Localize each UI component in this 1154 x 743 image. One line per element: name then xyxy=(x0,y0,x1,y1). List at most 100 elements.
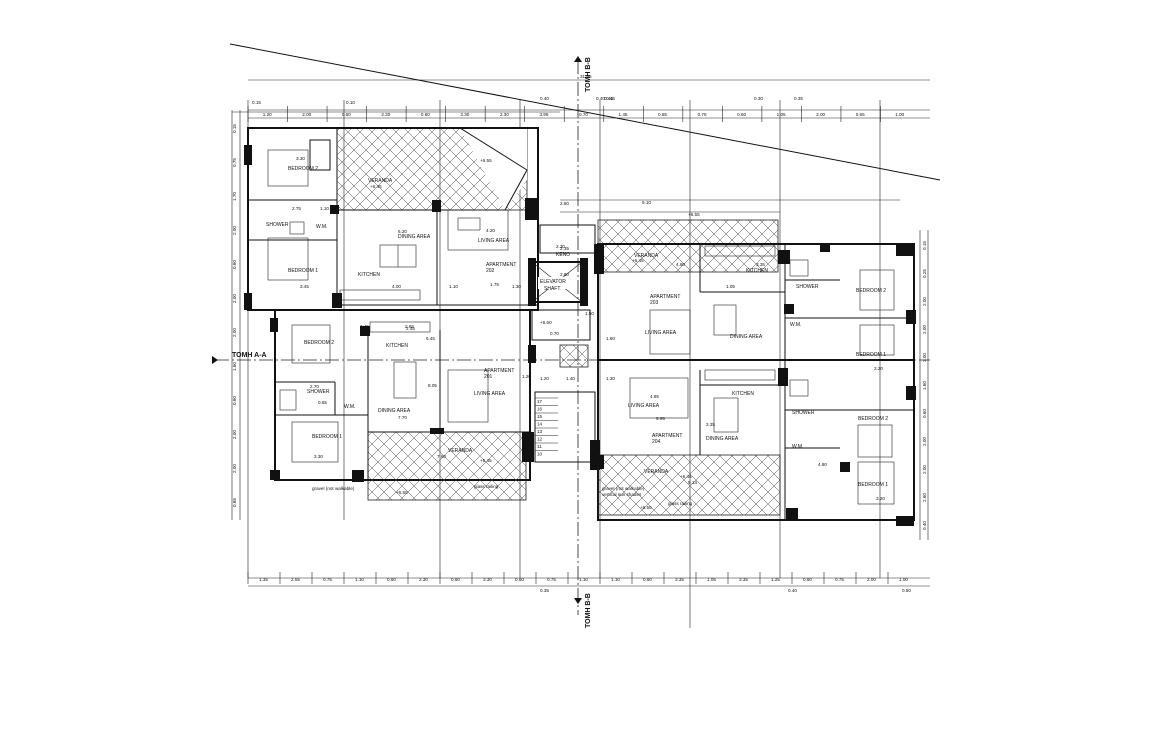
a203-bed2 xyxy=(859,269,895,311)
a204-living-label: LIVING AREA xyxy=(628,403,660,409)
section-label-bb-bottom: TOMH B-B xyxy=(585,593,592,628)
dim-top: 0.60 xyxy=(737,112,746,117)
dim-top: 3.30 xyxy=(460,112,469,117)
a203-bed1 xyxy=(859,324,895,356)
a202-kitchen-counter xyxy=(339,289,421,301)
a204-apartment-number: 204 xyxy=(652,439,661,445)
dim-left: 2.00 xyxy=(232,294,237,303)
dim-interior: 1.20 xyxy=(522,374,531,379)
a202-apartment-label: APARTMENT xyxy=(486,262,516,268)
level-bottom-left: +6.45 xyxy=(480,458,492,463)
dim-bottom: 0.60 xyxy=(643,577,652,582)
dim-interior: 1.60 xyxy=(606,336,615,341)
level-top-left: +6.55 xyxy=(480,158,492,163)
dim-top: 0.60 xyxy=(342,112,351,117)
a204-bed2 xyxy=(857,424,893,458)
dim-bottom: 0.75 xyxy=(835,577,844,582)
dim-left: 2.00 xyxy=(232,328,237,337)
a203-dining-table xyxy=(713,304,737,336)
dim-bottom: 1.10 xyxy=(611,577,620,582)
stair-number: 17 xyxy=(537,399,543,404)
dim-left: 2.00 xyxy=(232,464,237,473)
dim-interior: 9.14 xyxy=(688,480,697,485)
stair-number: 14 xyxy=(537,422,543,427)
dim-bottom: 1.35 xyxy=(259,577,268,582)
dim-left: 2.00 xyxy=(232,226,237,235)
a203-bedroom2-label: BEDROOM 2 xyxy=(856,288,886,294)
dim-interior: 1.40 xyxy=(566,376,575,381)
dim-top-small: 0.15 xyxy=(252,100,261,105)
dim-interior: 3.20 xyxy=(874,366,883,371)
dim-left: 0.65 xyxy=(232,498,237,507)
dim-top: 0.65 xyxy=(856,112,865,117)
dim-interior: 0.70 xyxy=(550,331,559,336)
a203-dining-label: DINING AREA xyxy=(730,334,763,340)
dim-bottom: 0.60 xyxy=(451,577,460,582)
dim-interior: 3.20 xyxy=(876,496,885,501)
veranda-204 xyxy=(597,454,781,516)
apartment-201: BEDROOM 2 KITCHEN SHOWER W.M. DINING ARE… xyxy=(270,309,534,501)
a202-sofa xyxy=(447,209,509,251)
veranda-202-cut xyxy=(460,128,527,210)
stair-level: +6.50 xyxy=(540,320,552,325)
dim-interior: 2.80 xyxy=(560,272,569,277)
dim-bottom-small-3: 0.50 xyxy=(902,588,911,593)
a203-apartment-label: APARTMENT xyxy=(650,294,680,300)
dim-bottom: 1.10 xyxy=(579,577,588,582)
a201-sofa xyxy=(447,369,489,423)
dim-left: 0.15 xyxy=(232,124,237,133)
dim-interior: 7.70 xyxy=(398,415,407,420)
dim-right: 2.60 xyxy=(922,493,927,502)
a201-dining-label: DINING AREA xyxy=(378,408,411,414)
dim-interior: 6.20 xyxy=(398,229,407,234)
dim-bottom: 0.60 xyxy=(803,577,812,582)
a201-bed2 xyxy=(291,324,331,364)
dim-interior: 4.80 xyxy=(818,462,827,467)
a203-veranda-label: VERANDA xyxy=(634,253,659,259)
a204-kitchen-counter xyxy=(704,369,776,381)
left-dimension-labels: 0.150.751.702.000.602.002.001.600.602.00… xyxy=(232,124,237,507)
left-dimensions: 0.150.751.702.000.602.002.001.600.602.00… xyxy=(231,110,241,520)
a201-shower-label: SHOWER xyxy=(307,389,330,395)
dim-right: 2.00 xyxy=(922,437,927,446)
dim-interior: 9.10 xyxy=(642,200,651,205)
a203-kitchen-counter xyxy=(704,245,776,257)
dim-interior: 1.50 xyxy=(585,311,594,316)
dim-top: 2.00 xyxy=(816,112,825,117)
a203-apartment-number: 203 xyxy=(650,300,659,306)
dim-top-small: 0.35 xyxy=(794,96,803,101)
dim-top-small: 0.30 xyxy=(754,96,763,101)
dim-right: 2.00 xyxy=(922,297,927,306)
dim-bottom: 2.00 xyxy=(867,577,876,582)
note-gravel-right: gravel (not walkable) xyxy=(602,486,645,491)
dim-interior: 4.00 xyxy=(392,284,401,289)
right-dimension-labels: 0.150.252.002.002.001.600.602.002.002.60… xyxy=(922,241,927,530)
dim-left: 1.60 xyxy=(232,362,237,371)
dim-interior: 2.30 xyxy=(556,244,565,249)
stair-number: 15 xyxy=(537,414,543,419)
dim-interior: 3.35 xyxy=(706,422,715,427)
stair-number: 13 xyxy=(537,429,543,434)
dim-interior: 2.75 xyxy=(292,206,301,211)
dim-top-small: 0.10 xyxy=(346,100,355,105)
dim-interior: 3.30 xyxy=(296,156,305,161)
dim-left: 0.60 xyxy=(232,396,237,405)
dim-interior: 7.60 xyxy=(437,454,446,459)
dim-top: 1.45 xyxy=(619,112,628,117)
dim-right: 2.00 xyxy=(922,325,927,334)
note-railing-bottom-right: glass railing xyxy=(668,501,693,506)
dim-bottom: 3.35 xyxy=(739,577,748,582)
a204-apartment-label: APARTMENT xyxy=(652,433,682,439)
dim-bottom: 1.25 xyxy=(771,577,780,582)
a202-bedroom2-label: BEDROOM 2 xyxy=(288,166,318,172)
dim-interior: 2.65 xyxy=(405,324,414,329)
dim-interior: 4.60 xyxy=(676,262,685,267)
a201-bedroom2-label: BEDROOM 2 xyxy=(304,340,334,346)
dim-top: 0.60 xyxy=(421,112,430,117)
apartment-204: LIVING AREA KITCHEN APARTMENT 204 DINING… xyxy=(594,359,916,526)
dim-interior: 2.70 xyxy=(310,384,319,389)
dim-interior: 3.45 xyxy=(360,324,369,329)
dim-top: 3.95 xyxy=(539,112,548,117)
